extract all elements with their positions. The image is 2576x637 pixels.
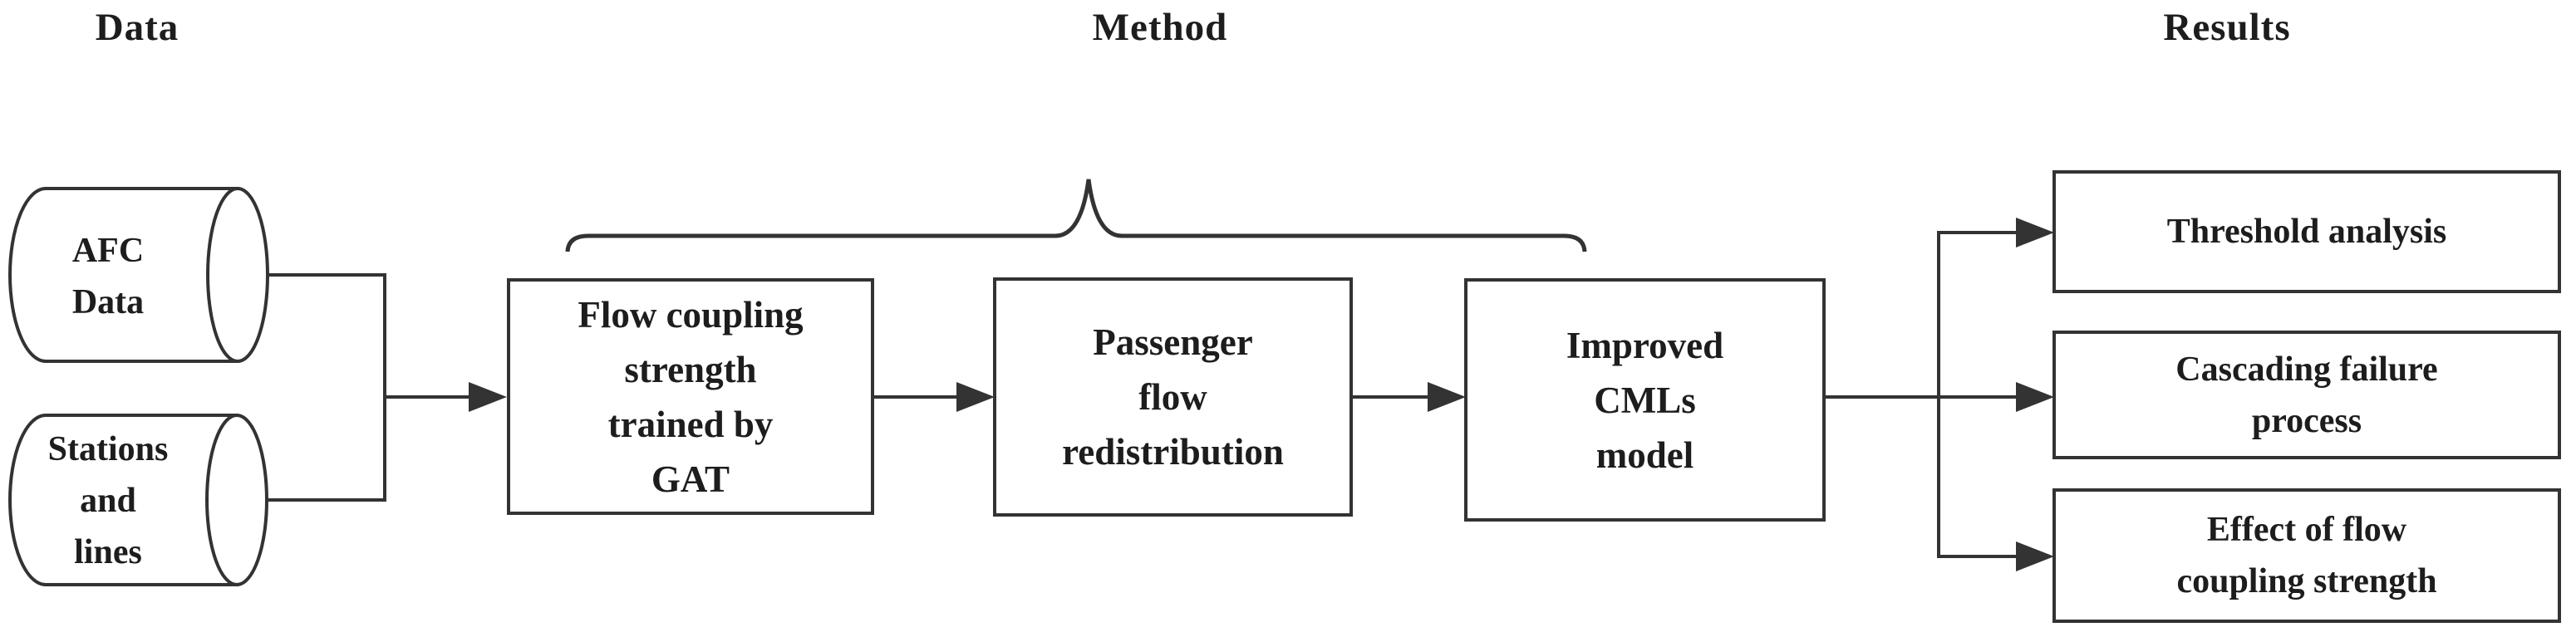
database-cylinder-icon — [8, 414, 268, 586]
results-section-header: Results — [2163, 6, 2291, 49]
method-section-header: Method — [1092, 6, 1228, 49]
branch-connector-line — [1826, 231, 1940, 558]
database-cylinder-icon — [8, 187, 269, 363]
arrow-icon — [1939, 382, 2054, 412]
merge-connector-line — [266, 273, 386, 502]
arrow-icon — [385, 382, 507, 412]
arrow-icon — [874, 382, 995, 412]
method-box-improved-cmls-model: Improved CMLs model — [1464, 278, 1826, 522]
result-box-cascading-failure-process: Cascading failure process — [2052, 331, 2561, 459]
result-box-threshold-analysis: Threshold analysis — [2052, 170, 2561, 293]
method-box-flow-coupling-strength: Flow coupling strength trained by GAT — [507, 278, 874, 515]
result-box-effect-of-flow-coupling-strength: Effect of flow coupling strength — [2052, 488, 2561, 623]
method-box-passenger-flow-redistribution: Passenger flow redistribution — [993, 277, 1353, 517]
curly-brace-icon — [565, 179, 1587, 252]
arrow-icon — [1939, 541, 2054, 571]
data-section-header: Data — [95, 6, 179, 49]
arrow-icon — [1939, 218, 2054, 247]
arrow-icon — [1353, 382, 1466, 412]
cylinder-stations-lines-label: Stations and lines — [47, 430, 169, 571]
cylinder-afc-data-label: AFC Data — [71, 231, 145, 321]
